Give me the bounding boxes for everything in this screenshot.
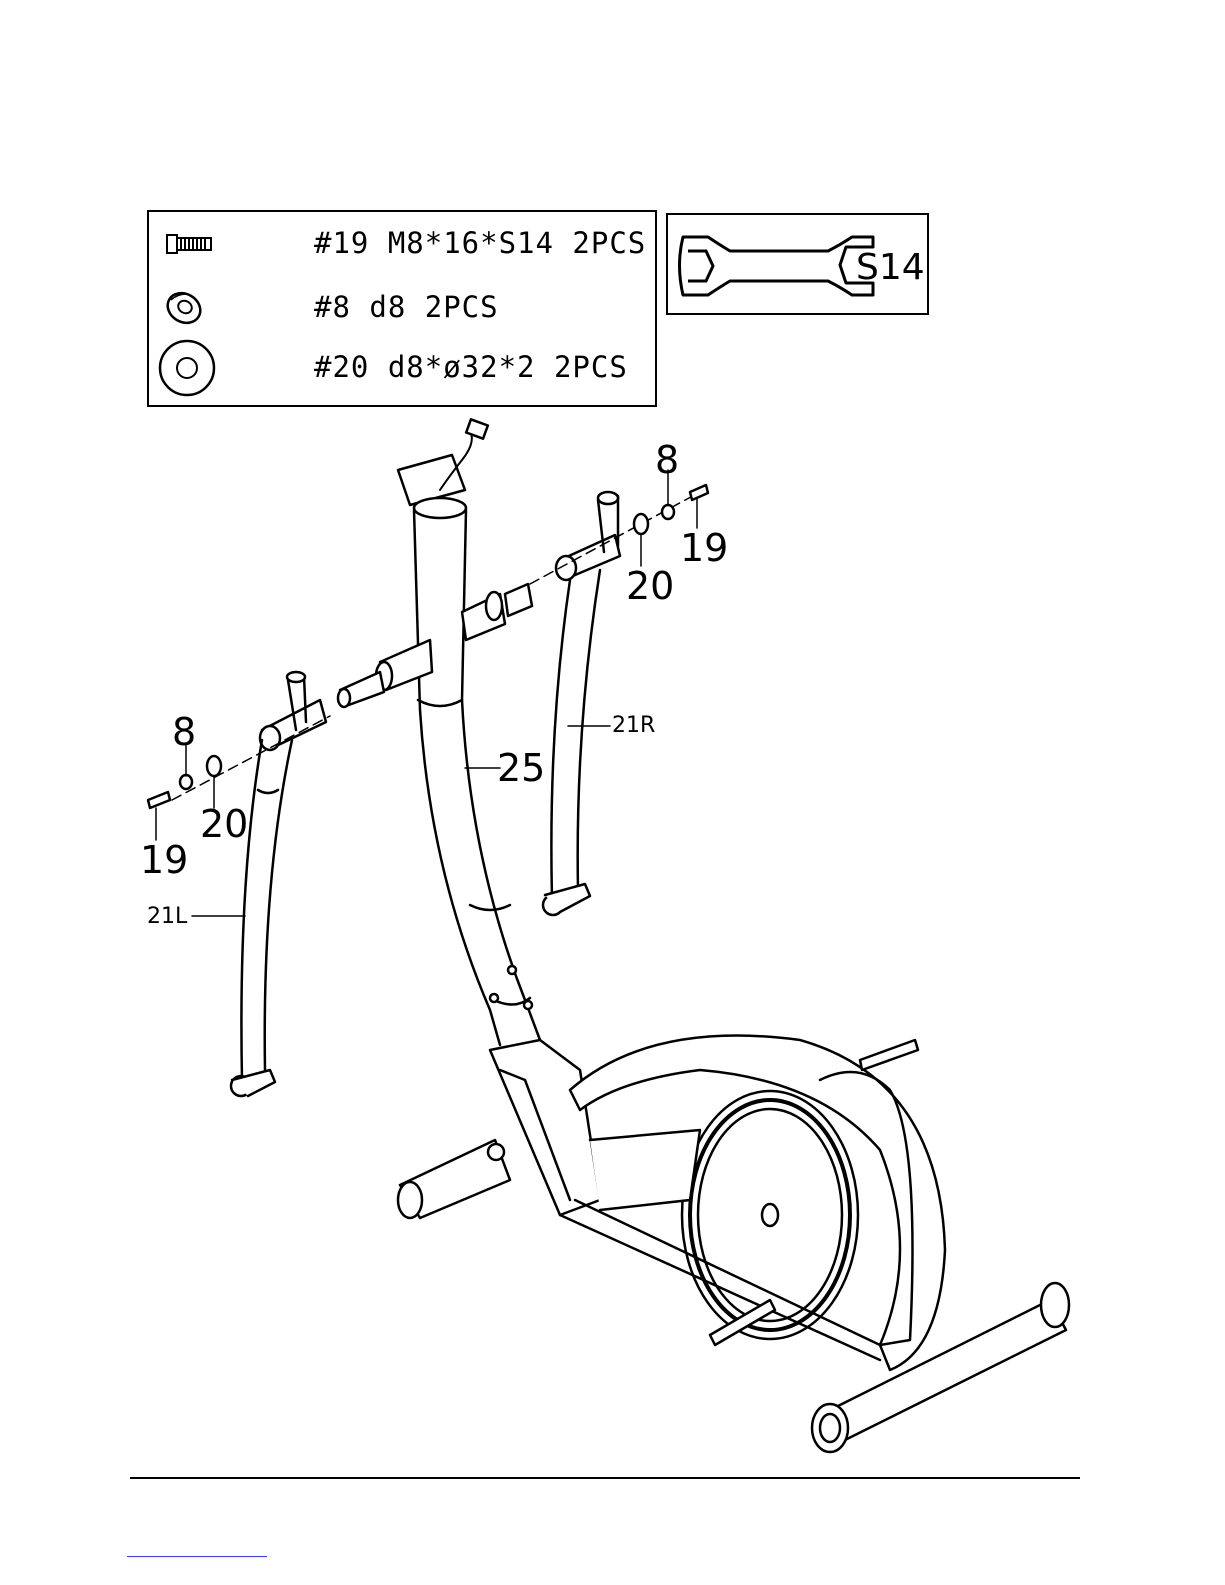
- callout-20-left: 20: [200, 802, 248, 846]
- left-hardware: [148, 756, 221, 808]
- callout-20-right: 20: [626, 564, 674, 608]
- callout-21L: 21L: [147, 904, 187, 929]
- callout-19-right: 19: [680, 526, 728, 570]
- callout-25: 25: [497, 746, 545, 790]
- right-handlebar-part-21R: [543, 492, 620, 915]
- left-handlebar-part-21L: [231, 672, 326, 1096]
- cross-shaft: [338, 584, 532, 707]
- main-mast-part-25: [398, 419, 540, 1045]
- callout-19-left: 19: [140, 838, 188, 882]
- callout-21R: 21R: [612, 713, 655, 738]
- footer-rule: [130, 1477, 1080, 1479]
- callout-8-right: 8: [655, 438, 679, 482]
- callout-8-left: 8: [172, 710, 196, 754]
- footer-link-underline[interactable]: [127, 1556, 267, 1557]
- elliptical-base: [398, 1036, 1069, 1452]
